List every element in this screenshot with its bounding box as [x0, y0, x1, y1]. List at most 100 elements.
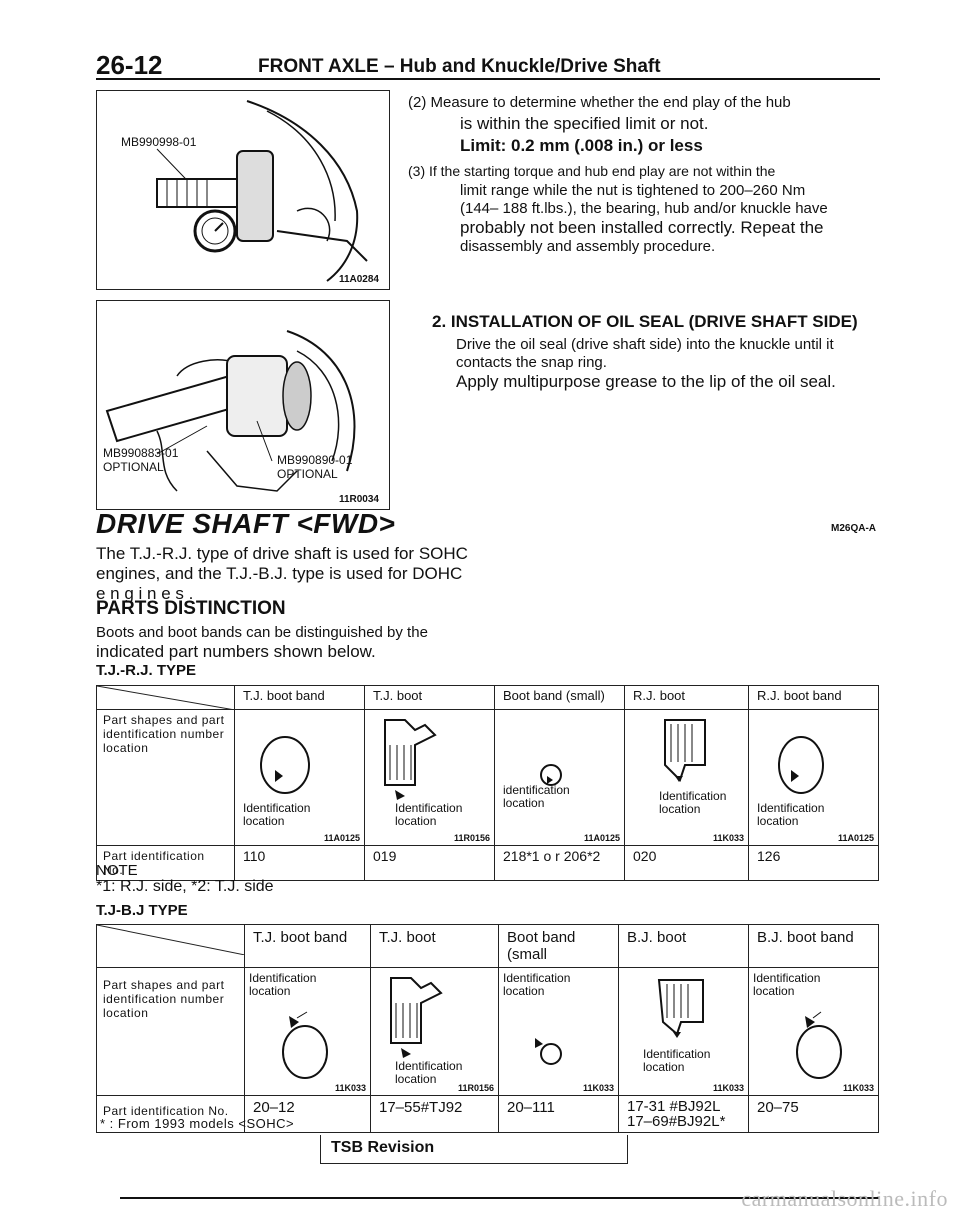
figure-oil-seal-install: MB990883-01 OPTIONAL MB990890-01 OPTIONA… [96, 300, 390, 510]
note-title: NOTE [96, 862, 138, 879]
header-bj-boot-band: B.J. boot band [748, 924, 879, 968]
identification-caption: Identification location [243, 801, 311, 828]
figure-code: 11A0125 [837, 833, 874, 843]
header-boot-band-small: Boot band (small [498, 924, 619, 968]
corner-diagonal [97, 686, 235, 710]
tool-label-left: MB990883-01 [103, 446, 179, 460]
part-no-rj-boot: 020 [624, 845, 749, 881]
step-2-line-1: (2) Measure to determine whether the end… [408, 94, 791, 111]
part-no-tj-boot-band: 20–12 [244, 1095, 371, 1133]
identification-caption: Identification location [659, 789, 727, 816]
identification-caption: Identification location [757, 801, 825, 828]
figure-code: 11R0034 [338, 494, 379, 505]
part-no-rj-boot-band: 126 [748, 845, 879, 881]
boot-icon [657, 979, 704, 1038]
figure-code: 11A0125 [583, 833, 620, 843]
hub-dial-gauge-illustration [156, 100, 368, 282]
step-3-line-4: probably not been installed correctly. R… [460, 218, 824, 237]
figure-code: 11A0125 [323, 833, 360, 843]
table2-type-title: T.J-B.J TYPE [96, 902, 188, 919]
cell-rj-boot-band-shape: Identification location 11A0125 [748, 709, 879, 846]
part-no-bj-boot-1: 17-31 #BJ92L [627, 1098, 721, 1115]
oil-seal-title: 2. INSTALLATION OF OIL SEAL (DRIVE SHAFT… [432, 312, 858, 331]
tsb-revision: TSB Revision [331, 1139, 435, 1156]
identification-caption: Identification location [643, 1047, 711, 1074]
corner-cell [96, 924, 245, 968]
tsb-revision-box: TSB Revision [320, 1135, 628, 1164]
row-label-part-no: Part identification No. [96, 1095, 245, 1133]
header-tj-boot-band: T.J. boot band [234, 685, 365, 710]
parts-distinction-title: PARTS DISTINCTION [96, 598, 286, 619]
band-ring-icon [282, 1011, 328, 1079]
step-3-line-3: (144– 188 ft.lbs.), the bearing, hub and… [460, 200, 828, 217]
part-no-boot-band-small: 218*1 o r 206*2 [494, 845, 625, 881]
identification-caption: identification location [503, 783, 570, 810]
part-no-bj-boot-band: 20–75 [748, 1095, 879, 1133]
identification-caption: Identification location [249, 971, 317, 998]
figure-code: 11K033 [712, 833, 744, 843]
cell-boot-band-small-shape: identification location 11A0125 [494, 709, 625, 846]
figure-code: 11K033 [582, 1083, 614, 1093]
section-code: M26QA-A [830, 523, 876, 534]
cell-bj-boot-shape: Identification location 11K033 [618, 967, 749, 1096]
intro-line-3: e n g i n e s . [96, 584, 194, 603]
page-number: 26-12 [96, 50, 163, 80]
header-rule [96, 78, 880, 80]
row-label-shapes: Part shapes and part identification numb… [96, 709, 235, 846]
note-text: *1: R.J. side, *2: T.J. side [96, 878, 274, 895]
part-no-bj-boot-2: 17–69#BJ92L* [627, 1113, 726, 1130]
step-2-line-2: is within the specified limit or not. [460, 114, 709, 133]
cell-tj-boot-band-shape: Identification location 11A0125 [234, 709, 365, 846]
corner-cell [96, 685, 235, 710]
identification-caption: Identification location [395, 801, 463, 828]
part-no-tj-boot: 17–55#TJ92 [370, 1095, 499, 1133]
step-3-line-5: disassembly and assembly procedure. [460, 238, 716, 255]
figure-code: 11R0156 [453, 833, 490, 843]
tool-label-right: MB990890-01 [277, 453, 353, 467]
boot-icon [390, 977, 443, 1058]
header-tj-boot: T.J. boot [364, 685, 495, 710]
page-header-title: FRONT AXLE – Hub and Knuckle/Drive Shaft [258, 56, 661, 77]
header-boot-band-small: Boot band (small) [494, 685, 625, 710]
band-ring-icon [778, 736, 824, 794]
part-no-tj-boot-band: 110 [234, 845, 365, 881]
figure-hub-end-play: MB990998-01 11A0284 [96, 90, 390, 290]
table2-footnote: * : From 1993 models <SOHC> [100, 1116, 295, 1131]
band-ring-icon [260, 736, 310, 794]
limit-spec: Limit: 0.2 mm (.008 in.) or less [460, 136, 703, 155]
cell-boot-band-small-shape: Identification location 11K033 [498, 967, 619, 1096]
boot-icon [384, 719, 437, 800]
table1-type-title: T.J.-R.J. TYPE [96, 662, 197, 679]
figure-code: 11K033 [842, 1083, 874, 1093]
parts-table-tj-bj: T.J. boot band T.J. boot Boot band (smal… [96, 924, 879, 1133]
header-tj-boot-band: T.J. boot band [244, 924, 371, 968]
identification-caption: Identification location [503, 971, 571, 998]
figure-code: 11R0156 [457, 1083, 494, 1093]
row-label-shapes: Part shapes and part identification numb… [96, 967, 245, 1096]
cell-tj-boot-band-shape: Identification location 11K033 [244, 967, 371, 1096]
tool-label: MB990998-01 [121, 135, 197, 149]
parts-line-2: indicated part numbers shown below. [96, 642, 376, 661]
watermark: carmanualsonline.info [741, 1186, 948, 1211]
header-tj-boot: T.J. boot [370, 924, 499, 968]
step-3-line-2: limit range while the nut is tightened t… [460, 182, 806, 199]
identification-caption: Identification location [753, 971, 821, 998]
tool-label-left-optional: OPTIONAL [103, 460, 164, 474]
section-title: DRIVE SHAFT <FWD> [96, 508, 396, 539]
header-rj-boot-band: R.J. boot band [748, 685, 879, 710]
header-bj-boot: B.J. boot [618, 924, 749, 968]
figure-code: 11A0284 [338, 274, 379, 285]
oil-seal-line-2: contacts the snap ring. [456, 354, 607, 371]
figure-code: 11K033 [712, 1083, 744, 1093]
step-3-line-1: (3) If the starting torque and hub end p… [408, 163, 776, 179]
cell-rj-boot-shape: Identification location 11K033 [624, 709, 749, 846]
small-band-icon [535, 1038, 562, 1065]
parts-table-tj-rj: T.J. boot band T.J. boot Boot band (smal… [96, 685, 879, 881]
identification-caption: Identification location [395, 1059, 463, 1086]
cell-tj-boot-shape: Identification location 11R0156 [364, 709, 495, 846]
oil-seal-tool-illustration [105, 330, 356, 492]
oil-seal-line-1: Drive the oil seal (drive shaft side) in… [456, 336, 834, 353]
corner-diagonal [97, 925, 245, 955]
footer-rule [120, 1197, 880, 1199]
parts-line-1: Boots and boot bands can be distinguishe… [96, 624, 428, 641]
